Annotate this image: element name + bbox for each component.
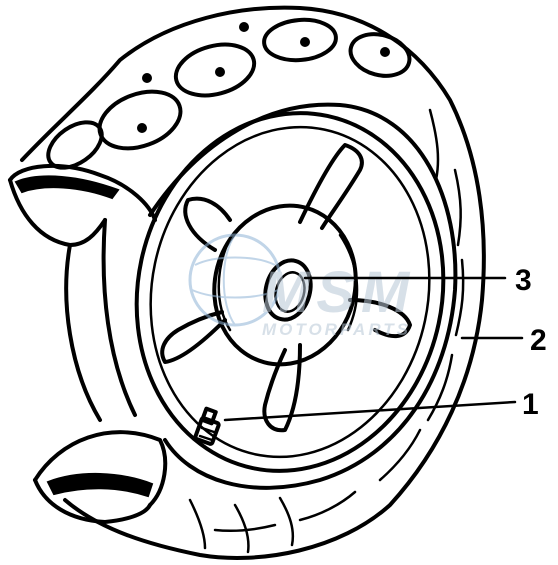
callout-3: 3 bbox=[303, 264, 532, 297]
callout-number-1: 1 bbox=[522, 388, 539, 421]
callout-number-3: 3 bbox=[515, 264, 532, 297]
watermark-tagline: MOTORPARTS bbox=[262, 320, 411, 339]
hub bbox=[212, 203, 358, 367]
callout-number-2: 2 bbox=[530, 324, 547, 357]
tyre bbox=[8, 5, 486, 560]
callout-2: 2 bbox=[460, 324, 547, 357]
valve bbox=[193, 406, 221, 446]
watermark-brand: MSM bbox=[262, 260, 415, 325]
callout-1: 1 bbox=[223, 388, 539, 422]
rim bbox=[134, 111, 446, 473]
watermark-logo: MSM MOTORPARTS bbox=[188, 233, 415, 339]
